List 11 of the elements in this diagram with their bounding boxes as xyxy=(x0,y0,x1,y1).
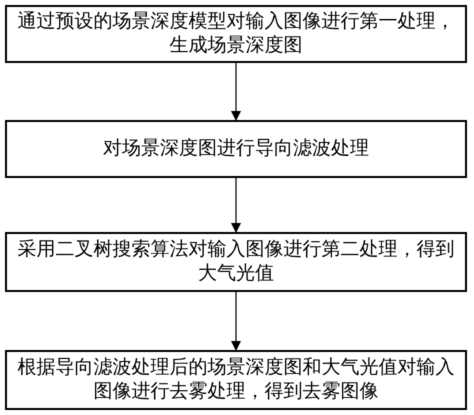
arrow xyxy=(231,292,241,351)
arrow xyxy=(231,63,241,121)
process-box xyxy=(5,350,467,410)
step-text: 采用二叉树搜索算法对输入图像进行第二处理，得到大气光值 xyxy=(16,238,456,286)
process-box xyxy=(5,232,467,292)
step-text: 对场景深度图进行导向滤波处理 xyxy=(103,137,369,161)
process-box xyxy=(5,120,467,178)
process-box xyxy=(5,5,467,63)
arrow xyxy=(231,178,241,233)
step-text: 根据导向滤波处理后的场景深度图和大气光值对输入图像进行去雾处理，得到去雾图像 xyxy=(16,356,456,404)
step-text: 通过预设的场景深度模型对输入图像进行第一处理，生成场景深度图 xyxy=(16,10,456,58)
